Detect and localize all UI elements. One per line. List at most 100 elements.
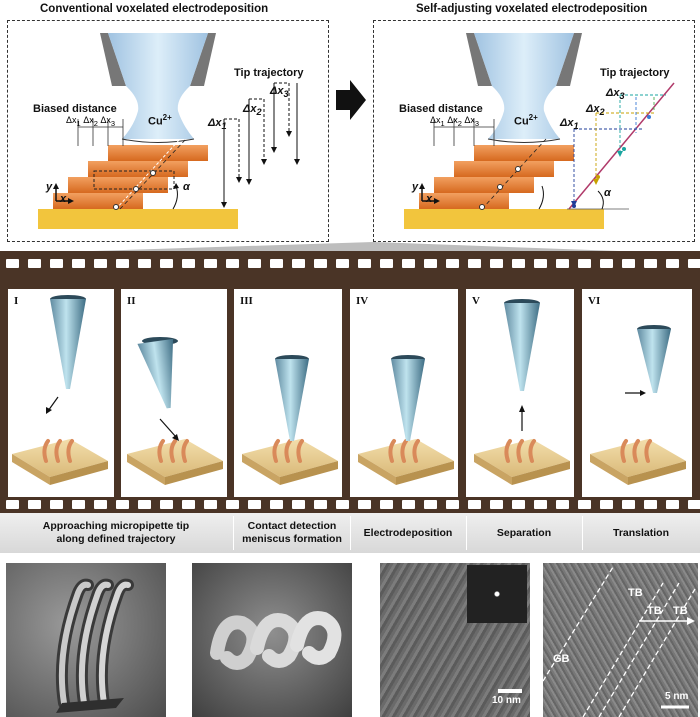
axis-y-label-2: y	[412, 181, 419, 193]
angle-label-2: α	[604, 187, 611, 199]
film-hole	[424, 500, 437, 509]
deposited-wire	[644, 439, 652, 463]
film-hole	[358, 500, 371, 509]
film-hole	[688, 259, 700, 268]
step-numeral: III	[240, 295, 253, 307]
biased-distance-label-2: Biased distance	[399, 103, 483, 115]
film-hole	[116, 259, 129, 268]
deposited-wire	[400, 439, 408, 463]
film-hole	[644, 259, 657, 268]
film-hole	[512, 259, 525, 268]
caption-electrodeposition: Electrodeposition	[363, 526, 453, 539]
film-hole	[336, 259, 349, 268]
deposited-wire	[388, 439, 396, 463]
scale-label: 10 nm	[492, 695, 521, 706]
film-hole	[578, 500, 591, 509]
film-hole	[556, 259, 569, 268]
sem-pillars-image	[6, 563, 166, 717]
deposited-wire	[516, 439, 524, 463]
film-hole	[270, 259, 283, 268]
axis-x-label-2: x	[426, 193, 433, 205]
deposited-wire	[528, 439, 536, 463]
film-hole	[6, 259, 19, 268]
film-hole	[446, 259, 459, 268]
axis-y-label: y	[46, 181, 53, 193]
substrate-plate	[12, 439, 108, 477]
film-hole	[160, 500, 173, 509]
cu-ion-label-2: Cu2+	[514, 113, 538, 128]
film-hole	[578, 259, 591, 268]
step-numeral: V	[472, 295, 480, 307]
diffraction-pattern-inset	[467, 565, 527, 623]
step-numeral: VI	[588, 295, 601, 307]
dx-small-labels-2: Δx1 Δx2 Δx3	[430, 115, 480, 128]
step-numeral: I	[14, 295, 19, 307]
axis-x-label: x	[60, 193, 67, 205]
step-numeral: IV	[356, 295, 369, 307]
traj-dx2: Δx2	[243, 103, 262, 118]
film-hole	[292, 500, 305, 509]
caption-divider	[582, 516, 583, 550]
right-arrow-icon	[336, 80, 366, 120]
film-hole	[160, 259, 173, 268]
film-hole	[358, 259, 371, 268]
film-hole	[534, 259, 547, 268]
traj-dx3-2: Δx3	[606, 87, 625, 102]
self-adjusting-panel: Biased distance Δx1 Δx2 Δx3 Cu2+ Tip tra…	[373, 20, 695, 242]
dx-small-labels: Δx1 Δx2 Δx3	[66, 115, 116, 128]
film-hole	[248, 259, 261, 268]
deposited-wire	[632, 439, 640, 463]
hrtem-image: TB TB TB GB 5 nm	[543, 563, 698, 717]
substrate-plate	[127, 439, 223, 477]
angle-label: α	[183, 181, 190, 193]
film-hole	[490, 259, 503, 268]
deposited-wire	[42, 439, 50, 463]
tip-trajectory-label: Tip trajectory	[234, 67, 304, 79]
substrate-plate-front	[396, 461, 454, 485]
film-hole	[226, 259, 239, 268]
film-hole	[512, 500, 525, 509]
substrate-plate-side	[127, 454, 165, 485]
film-hole	[138, 259, 151, 268]
film-hole	[666, 500, 679, 509]
traj-dx1: Δx1	[208, 117, 227, 132]
substrate-plate-side	[590, 454, 628, 485]
substrate-plate	[590, 439, 686, 477]
conventional-title: Conventional voxelated electrodeposition	[40, 3, 269, 15]
scale-bar	[498, 689, 522, 693]
traj-dx3: Δx3	[270, 85, 289, 100]
step-illustrations	[12, 295, 686, 485]
film-hole	[94, 259, 107, 268]
caption-divider	[350, 516, 351, 550]
film-hole	[116, 500, 129, 509]
film-hole	[688, 500, 700, 509]
tem-image: 10 nm	[380, 563, 530, 717]
film-hole	[380, 500, 393, 509]
biased-distance-label: Biased distance	[33, 103, 117, 115]
film-hole	[622, 259, 635, 268]
film-hole	[182, 259, 195, 268]
film-hole	[402, 500, 415, 509]
film-hole	[666, 259, 679, 268]
film-hole	[94, 500, 107, 509]
substrate-plate	[242, 439, 338, 477]
film-hole	[28, 259, 41, 268]
film-hole	[50, 259, 63, 268]
film-hole	[446, 500, 459, 509]
film-hole	[292, 259, 305, 268]
film-hole	[380, 259, 393, 268]
self-adjusting-title: Self-adjusting voxelated electrodepositi…	[416, 3, 648, 15]
film-hole	[6, 500, 19, 509]
substrate-plate-front	[50, 461, 108, 485]
film-hole	[534, 500, 547, 509]
tip-trajectory-label-2: Tip trajectory	[600, 67, 670, 79]
film-hole	[138, 500, 151, 509]
deposited-wire	[272, 439, 280, 463]
caption-divider	[466, 516, 467, 550]
substrate-plate-front	[165, 461, 223, 485]
caption-divider	[233, 516, 234, 550]
substrate-plate-side	[358, 454, 396, 485]
film-hole	[72, 259, 85, 268]
deposited-wire	[412, 439, 420, 463]
deposited-wire	[296, 439, 304, 463]
